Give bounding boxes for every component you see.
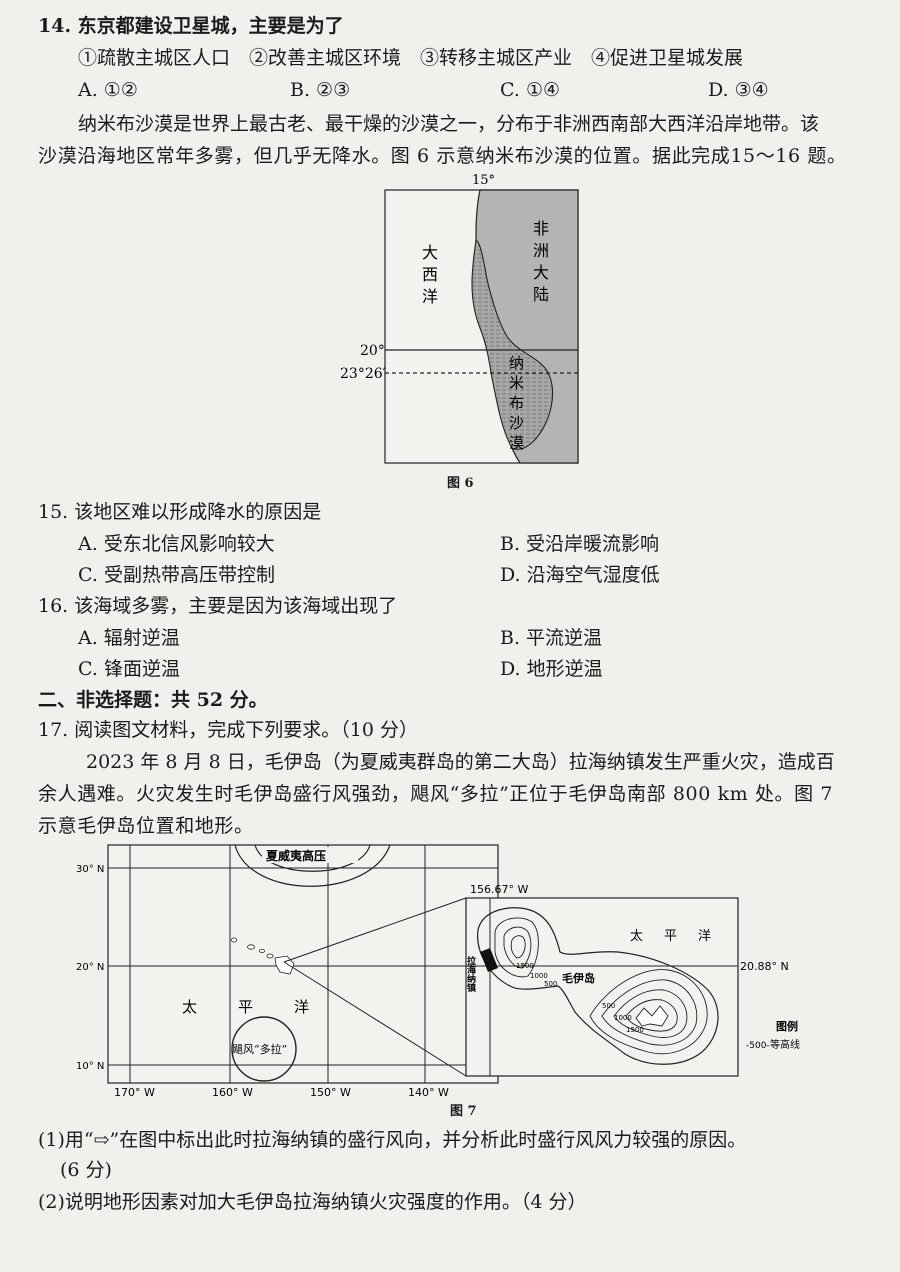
q16-stem: 16. 该海域多雾，主要是因为该海域出现了 [38, 595, 398, 617]
q14-stem: 14. 东京都建设卫星城，主要是为了 [38, 15, 344, 37]
q14-option-c: C. ①④ [500, 79, 561, 101]
fig7-lon150-label: 150° W [310, 1086, 351, 1099]
fig7-lat20-label: 20° N [76, 962, 104, 973]
fig7-lon140-label: 140° W [408, 1086, 449, 1099]
q15-option-a: A. 受东北信风影响较大 [78, 533, 275, 555]
fig7-maui-coast [477, 907, 719, 1065]
fig7-isobar [254, 844, 371, 872]
fig6-continent-char: 大 [533, 263, 549, 282]
q16-option-b: B. 平流逆温 [500, 627, 603, 649]
fig6-desert-char: 布 [509, 394, 524, 412]
fig7-ocean-char: 洋 [294, 998, 309, 1016]
fig6-desert-char: 沙 [509, 414, 524, 432]
fig7-ocean-char: 太 [182, 998, 197, 1016]
q17-sub1-score: (6 分) [60, 1159, 112, 1181]
fig7-contour-label: 500 [544, 980, 557, 988]
fig7-inset-lat-label: 20.88° N [740, 960, 789, 973]
fig7-legend-title: 图例 [776, 1019, 798, 1033]
fig6-desert-char: 米 [509, 374, 524, 392]
fig6-continent-label: 非 洲 大 陆 [533, 219, 549, 304]
fig7-high-label: 夏威夷高压 [266, 848, 326, 863]
fig7-contour [510, 935, 526, 959]
fig7-legend-text: 等高线/m [770, 1038, 800, 1051]
q15-stem: 15. 该地区难以形成降水的原因是 [38, 501, 322, 523]
fig7-inset-lon-label: 156.67° W [470, 883, 528, 896]
q17-sub2: (2)说明地形因素对加大毛伊岛拉海纳镇火灾强度的作用。（4 分） [38, 1191, 587, 1213]
q16-option-a: A. 辐射逆温 [78, 627, 180, 649]
fig7-island [247, 944, 255, 950]
fig6-ocean-char: 西 [422, 265, 438, 284]
fig7-summit [635, 1005, 669, 1027]
fig7-contour [613, 989, 688, 1038]
fig7-contour-label: 1500 [626, 1026, 644, 1034]
fig7-legend-sample: -500- [746, 1041, 770, 1051]
fig7-connector-bottom [283, 961, 467, 1077]
fig7-hurricane-label: 飓风“多拉” [232, 1042, 287, 1056]
passage1-line2: 沙漠沿海地区常年多雾，但几乎无降水。图 6 示意纳米布沙漠的位置。据此完成15～… [38, 145, 847, 167]
fig7-contour [494, 917, 539, 978]
fig6-ocean-label: 大 西 洋 [422, 243, 438, 306]
fig6-continent-char: 洲 [533, 241, 549, 260]
fig7-contour [601, 979, 698, 1046]
fig6-desert-strip [471, 239, 554, 450]
fig6-ocean-char: 大 [422, 243, 438, 262]
q17-passage-line1: 2023 年 8 月 8 日，毛伊岛（为夏威夷群岛的第二大岛）拉海纳镇发生严重火… [86, 751, 835, 773]
fig7-lat30-label: 30° N [76, 864, 104, 875]
q15-option-c: C. 受副热带高压带控制 [78, 564, 275, 586]
q16-option-c: C. 锋面逆温 [78, 658, 180, 680]
q16-option-d: D. 地形逆温 [500, 658, 603, 680]
q17-passage-line2: 余人遇难。火灾发生时毛伊岛盛行风强劲，飓风“多拉”正位于毛伊岛南部 800 km… [38, 783, 834, 805]
fig6-continent-char: 非 [533, 219, 549, 238]
fig7-lat10-label: 10° N [76, 1061, 104, 1072]
fig7-lon160-label: 160° W [212, 1086, 253, 1099]
fig6-lat20-label: 20° [360, 343, 385, 359]
fig7-island [266, 953, 274, 959]
fig7-contour [625, 999, 678, 1032]
q15-option-d: D. 沿海空气湿度低 [500, 564, 660, 586]
fig7-island [231, 937, 237, 943]
fig6-caption: 图 6 [447, 476, 474, 491]
fig7-caption: 图 7 [450, 1104, 477, 1119]
passage1-line1: 纳米布沙漠是世界上最古老、最干燥的沙漠之一，分布于非洲西南部大西洋沿岸地带。该 [78, 113, 820, 135]
fig7-connector-top [283, 897, 467, 963]
fig6-ocean-char: 洋 [422, 287, 438, 306]
fig7-ocean-char: 平 [238, 998, 253, 1016]
section2-heading: 二、非选择题：共 52 分。 [38, 689, 268, 711]
fig7-inset-ocean-char: 洋 [698, 929, 711, 944]
fig7-lahaina-marker [480, 948, 498, 972]
fig6-desert-char: 漠 [509, 434, 524, 452]
fig7-inset-ocean-char: 平 [664, 929, 677, 944]
figure-7-map: 30° N 20° N 10° N 170° W 160° W 150° W 1… [76, 844, 800, 1099]
fig7-town-label: 拉海纳镇 [465, 955, 476, 993]
fig7-contour-label: 500 [602, 1002, 615, 1010]
q14-option-a: A. ①② [78, 79, 138, 101]
fig7-lon170-label: 170° W [114, 1086, 155, 1099]
fig6-lon-label: 15° [472, 173, 495, 188]
fig7-contour [503, 926, 532, 969]
fig7-contour-label: 1000 [530, 972, 548, 980]
fig7-hurricane-circle [231, 1016, 297, 1082]
fig7-contour-label: 1000 [614, 1014, 632, 1022]
q14-option-b: B. ②③ [290, 79, 351, 101]
q15-option-b: B. 受沿岸暖流影响 [500, 533, 660, 555]
fig7-high-label-bg [262, 847, 358, 863]
fig7-inset-ocean-char: 太 [630, 929, 643, 944]
fig7-main-frame [107, 844, 499, 1084]
fig7-island-label: 毛伊岛 [562, 971, 595, 985]
q14-option-d: D. ③④ [708, 79, 769, 101]
fig7-isobar [234, 844, 391, 887]
q17-stem: 17. 阅读图文材料，完成下列要求。（10 分） [38, 719, 418, 741]
fig7-island [259, 949, 265, 954]
fig7-contour [589, 969, 708, 1055]
fig6-tropic-label: 23°26′ [340, 366, 386, 382]
fig7-contour-label: 1500 [516, 962, 534, 970]
fig6-desert-char: 纳 [509, 354, 524, 372]
fig6-desert-label: 纳 米 布 沙 漠 [509, 354, 524, 452]
q14-items: ①疏散主城区人口 ②改善主城区环境 ③转移主城区产业 ④促进卫星城发展 [78, 47, 744, 69]
q17-sub1: (1)用“⇨”在图中标出此时拉海纳镇的盛行风向，并分析此时盛行风风力较强的原因。 [38, 1129, 747, 1151]
fig6-continent-char: 陆 [533, 285, 549, 304]
figure-6-map: 15° 20° 23°26′ 大 西 洋 非 洲 大 陆 纳 米 布 沙 漠 [340, 173, 579, 464]
q17-passage-line3: 示意毛伊岛位置和地形。 [38, 815, 254, 837]
